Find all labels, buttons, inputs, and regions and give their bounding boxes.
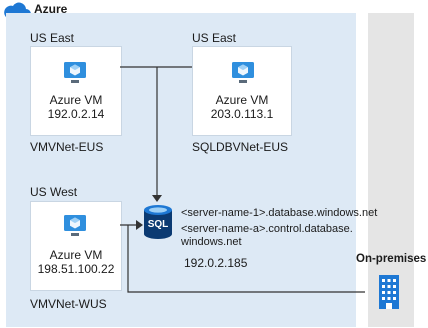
region-label-us-east-2: US East [192, 31, 237, 45]
vm-1-ip: 192.0.2.14 [47, 107, 105, 121]
vm-1-vnet: VMVNet-EUS [30, 140, 104, 154]
sql-database-icon: SQL [143, 204, 173, 240]
vm-2-name: Azure VM [215, 93, 269, 107]
on-premises-region [368, 13, 414, 327]
vm-2-ip: 203.0.113.1 [210, 107, 274, 121]
azure-vm-icon [63, 61, 87, 85]
region-label-us-west: US West [30, 185, 78, 199]
on-premises-label: On-premises [356, 253, 427, 265]
vnet-box-vmvnet-eus [30, 46, 122, 136]
azure-vm-icon [63, 214, 87, 238]
sql-endpoint-2-line1: <server-name-a>.control.database. [181, 223, 353, 235]
vm-1-name: Azure VM [49, 93, 103, 107]
vm-2-vnet: SQLDBVNet-EUS [192, 140, 289, 154]
sql-endpoint-1: <server-name-1>.database.windows.net [181, 207, 378, 219]
azure-vm-icon [231, 61, 255, 85]
azure-title: Azure [34, 2, 68, 16]
vm-3-vnet: VMVNet-WUS [30, 297, 107, 311]
vm-3-ip: 198.51.100.22 [37, 262, 115, 276]
region-label-us-east-1: US East [30, 31, 75, 45]
sql-endpoint-2-line2: windows.net [181, 236, 242, 248]
sql-ip: 192.0.2.185 [184, 256, 248, 270]
vnet-box-vmvnet-wus [30, 201, 122, 291]
vm-3-name: Azure VM [49, 248, 103, 262]
building-icon [378, 274, 400, 310]
vnet-box-sqldbvnet-eus [192, 46, 292, 136]
sql-icon-label: SQL [147, 219, 169, 230]
